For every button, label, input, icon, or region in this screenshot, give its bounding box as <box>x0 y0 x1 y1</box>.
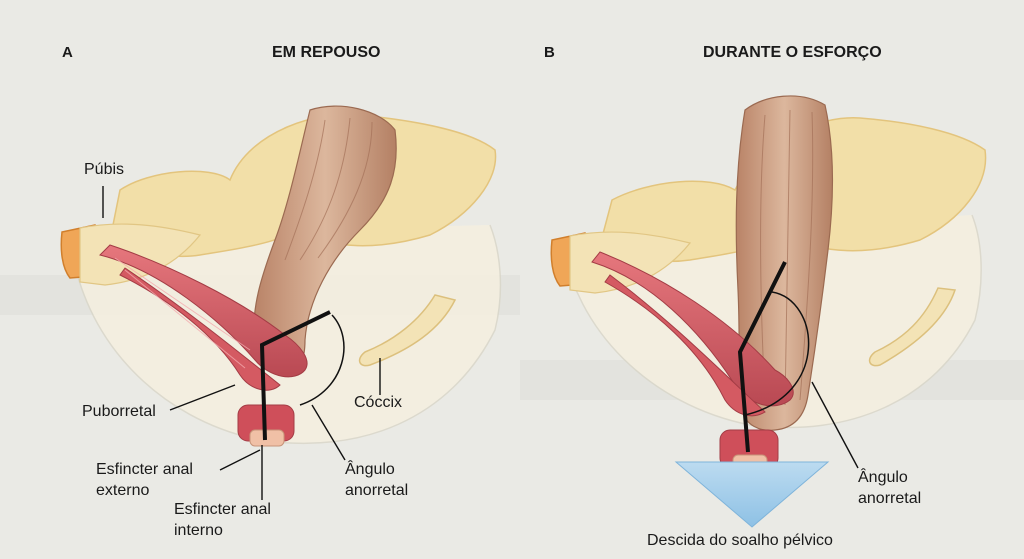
panel-a-leader-lines <box>102 186 381 500</box>
anorectal-angle-lines-b <box>737 261 787 453</box>
label-pubis: Púbis <box>84 161 125 178</box>
panel-a-letter: A <box>62 44 73 61</box>
label-esfincter-interno-1: Esfincter anal <box>174 501 271 518</box>
puborectalis-muscle <box>99 244 308 378</box>
label-coccix: Cóccix <box>354 394 403 411</box>
label-descida-soalho: Descida do soalho pélvico <box>647 532 833 549</box>
anorectal-angle-arc-b <box>744 291 810 416</box>
anorectal-angle-lines <box>259 310 331 441</box>
panel-a-title: EM REPOUSO <box>272 44 381 61</box>
coccyx-bone-b <box>868 287 957 367</box>
internal-anal-sphincter <box>249 429 285 447</box>
coccyx-bone <box>358 294 457 367</box>
label-esfincter-externo-1: Esfincter anal <box>96 461 193 478</box>
panel-b-leader-lines <box>811 381 859 469</box>
pelvic-floor-descent-arrow <box>674 461 830 528</box>
label-angulo-a-2: anorretal <box>345 482 409 499</box>
label-angulo-b-2: anorretal <box>858 490 922 507</box>
label-puborretal: Puborretal <box>82 403 156 420</box>
panel-a-illustration <box>60 105 502 447</box>
panel-b-title: DURANTE O ESFORÇO <box>703 44 882 61</box>
anorectal-angle-arc <box>299 314 345 406</box>
label-angulo-a-1: Ângulo <box>345 461 395 478</box>
panel-b-letter: B <box>544 44 555 61</box>
panel-b-illustration <box>550 95 987 528</box>
label-esfincter-interno-2: interno <box>174 522 223 539</box>
label-esfincter-externo-2: externo <box>96 482 150 499</box>
label-angulo-b-1: Ângulo <box>858 469 908 486</box>
